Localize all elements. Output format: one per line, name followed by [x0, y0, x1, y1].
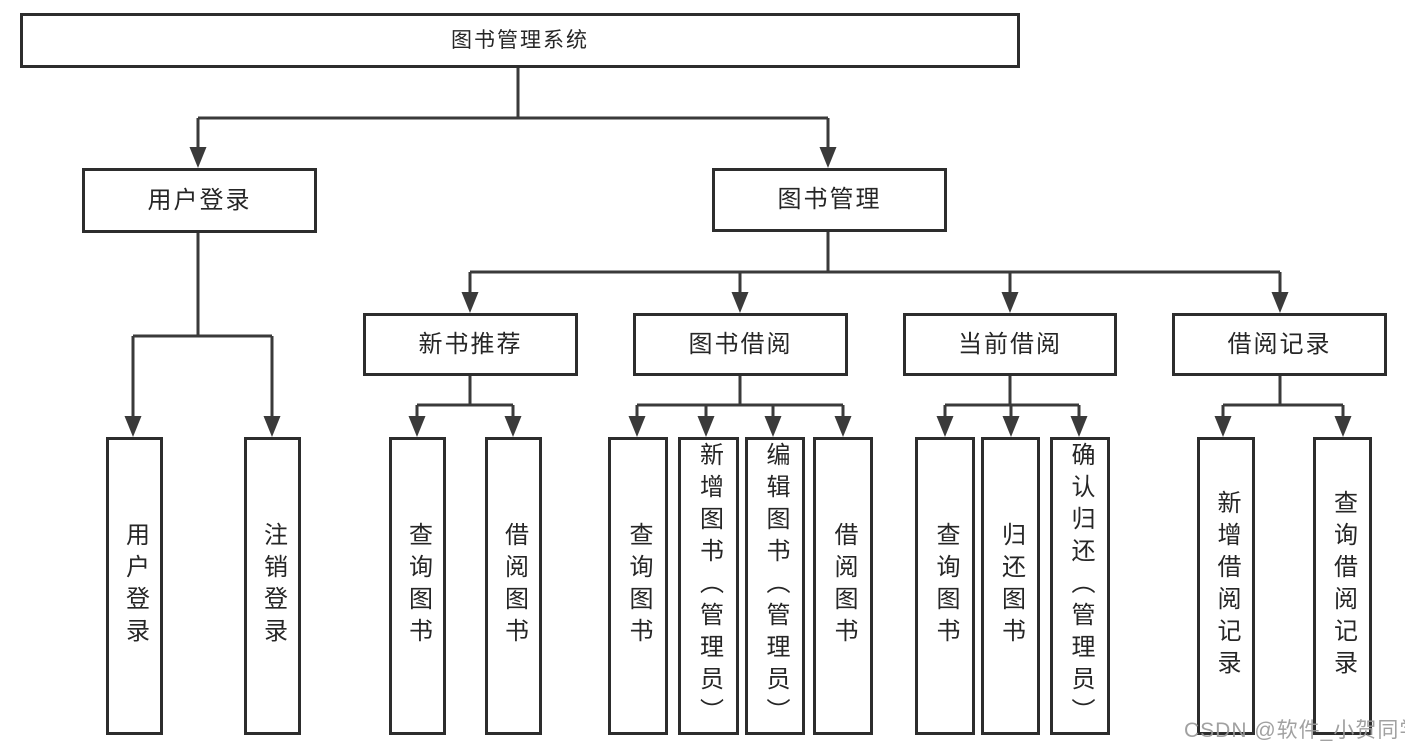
node-add-borrow-record: 新增借阅记录 [1197, 437, 1255, 735]
node-confirm-return-admin: 确认归还（管理员） [1050, 437, 1110, 735]
node-book-management: 图书管理 [712, 168, 947, 232]
node-query-borrow-record: 查询借阅记录 [1313, 437, 1372, 735]
node-edit-book-admin: 编辑图书（管理员） [745, 437, 805, 735]
node-user-login-leaf: 用户登录 [106, 437, 163, 735]
node-borrow-records: 借阅记录 [1172, 313, 1387, 376]
node-query-books-recommend: 查询图书 [389, 437, 446, 735]
node-logout: 注销登录 [244, 437, 301, 735]
node-book-borrow: 图书借阅 [633, 313, 848, 376]
node-query-books-borrow: 查询图书 [608, 437, 668, 735]
node-user-login: 用户登录 [82, 168, 317, 233]
node-borrow-books-recommend: 借阅图书 [485, 437, 542, 735]
csdn-watermark: CSDN @软件_小贺同学 [1184, 719, 1405, 742]
node-return-book: 归还图书 [981, 437, 1040, 735]
node-current-borrow: 当前借阅 [903, 313, 1117, 376]
node-new-book-recommend: 新书推荐 [363, 313, 578, 376]
node-borrow-books: 借阅图书 [813, 437, 873, 735]
node-query-books-current: 查询图书 [915, 437, 975, 735]
arrowhead-icons [124, 147, 1352, 437]
node-library-management-system: 图书管理系统 [20, 13, 1020, 68]
node-add-book-admin: 新增图书（管理员） [678, 437, 739, 735]
